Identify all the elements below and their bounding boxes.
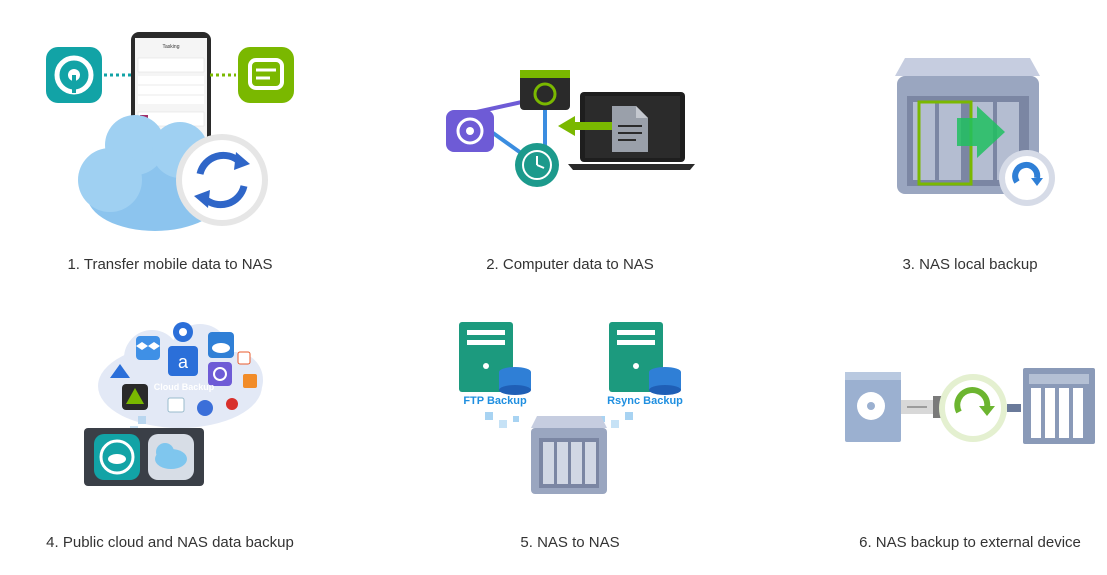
mobile-transfer-illustration: Tasking <box>46 32 294 231</box>
usb-plug-icon <box>901 396 943 418</box>
time-machine-icon <box>515 143 559 187</box>
dropbox-icon <box>136 336 160 360</box>
backup-refresh-icon <box>999 150 1055 206</box>
server-right-icon <box>609 322 681 395</box>
sync-circle-icon <box>939 374 1007 442</box>
qsync-app-icon <box>46 47 102 103</box>
cloud-label: Cloud Backup <box>154 382 215 392</box>
nas-center-icon <box>531 416 607 494</box>
google-drive-icon <box>122 384 148 410</box>
caption-tile-1: 1. Transfer mobile data to NAS <box>67 256 273 273</box>
caption-tile-6: 6. NAS backup to external device <box>859 534 1081 551</box>
cloud-sync-icon <box>148 434 194 480</box>
azure-icon <box>110 364 130 378</box>
external-backup-illustration <box>845 368 1095 444</box>
sync-arrows-icon <box>176 134 268 226</box>
nas-local-backup-illustration <box>895 58 1055 206</box>
amazon-icon: a <box>168 346 198 376</box>
nas-to-nas-illustration: FTP Backup Rsync Backup <box>459 322 683 494</box>
ftp-backup-label: FTP Backup <box>463 395 527 407</box>
notes-app-icon <box>238 47 294 103</box>
phone-header: Tasking <box>163 44 180 50</box>
caption-tile-3: 3. NAS local backup <box>902 256 1038 273</box>
caption-tile-2: 2. Computer data to NAS <box>486 256 654 273</box>
laptop-icon <box>568 92 695 170</box>
caption-tile-5: 5. NAS to NAS <box>520 534 620 551</box>
external-drive-icon <box>845 372 901 442</box>
caption-tile-4: 4. Public cloud and NAS data backup <box>46 534 294 551</box>
cloud-sync-icon <box>208 362 232 386</box>
document-icon <box>612 106 648 152</box>
onedrive-icon <box>208 332 234 358</box>
nas-drive-icon <box>520 70 570 110</box>
hybrid-sync-icon <box>94 434 140 480</box>
cloud-backup-icon <box>446 110 494 152</box>
transfer-arrow-icon <box>558 116 615 136</box>
server-left-icon <box>459 322 531 395</box>
public-cloud-illustration: a Cloud Backup <box>84 322 263 486</box>
computer-transfer-illustration <box>446 70 695 187</box>
rsync-backup-label: Rsync Backup <box>607 395 683 407</box>
nas-side-icon <box>1023 368 1095 444</box>
svg-text:a: a <box>178 352 189 372</box>
transfer-arrow-icon <box>957 106 1005 158</box>
